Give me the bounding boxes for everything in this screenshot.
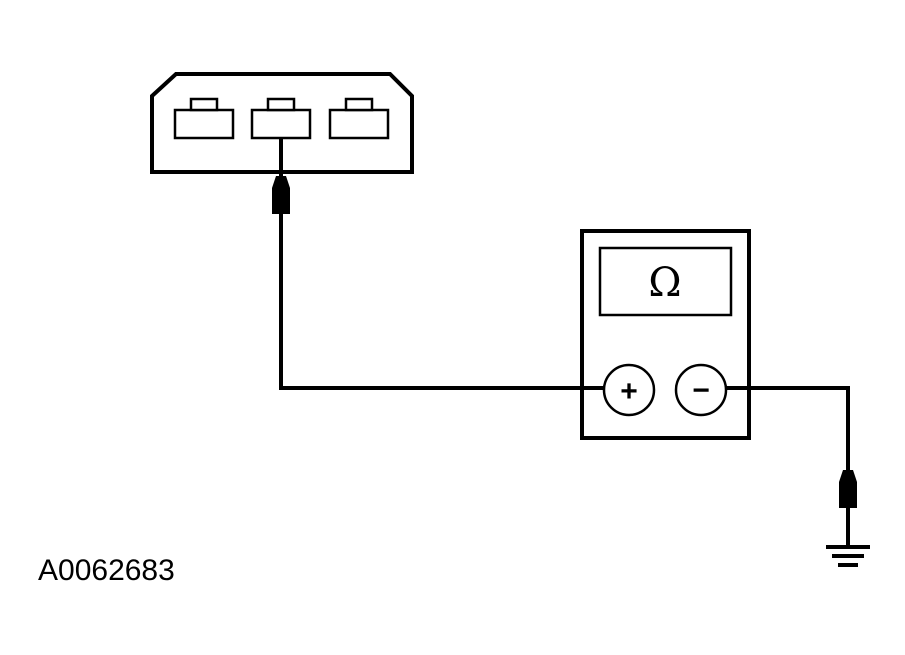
ohmmeter: Ω + − <box>580 229 751 440</box>
positive-terminal <box>602 363 656 417</box>
connector-pin-1 <box>173 97 235 140</box>
negative-test-lead <box>726 386 850 472</box>
meter-body <box>580 229 751 440</box>
positive-test-lead <box>279 214 604 390</box>
ground-probe-icon <box>839 470 857 545</box>
probe-tip-connector <box>272 176 290 214</box>
connector-pin-3 <box>328 97 390 140</box>
connector-housing <box>150 72 414 174</box>
positive-terminal-label: + <box>620 375 638 408</box>
meter-display <box>598 246 733 317</box>
probe-tip-ground <box>839 470 857 508</box>
figure-id: A0062683 <box>38 554 175 587</box>
test-probe-icon <box>272 176 290 214</box>
ground-symbol-icon <box>826 545 870 567</box>
ohm-symbol: Ω <box>648 260 681 306</box>
connector-pin-2 <box>250 97 312 140</box>
negative-terminal-label: − <box>692 374 710 407</box>
